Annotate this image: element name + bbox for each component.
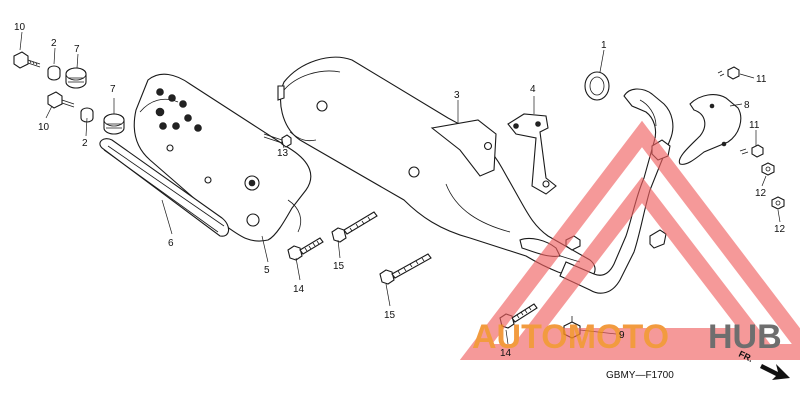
bracket-4 <box>507 113 557 195</box>
flange-bolt-15-lower <box>379 253 432 285</box>
bolt-10-upper <box>13 51 41 69</box>
rubber-grommet-7-lower <box>103 113 125 135</box>
callout-10-lower: 10 <box>38 122 50 133</box>
bolt-13 <box>263 133 292 148</box>
flange-bolt-15-upper <box>331 211 378 243</box>
watermark-text-hub: HUB <box>708 318 782 356</box>
callout-15-lower: 15 <box>384 310 396 321</box>
collar-2-lower <box>80 107 94 123</box>
callout-3: 3 <box>454 90 460 101</box>
collar-2-upper <box>47 65 61 81</box>
callout-14-right: 14 <box>500 348 512 359</box>
callout-14-left: 14 <box>293 284 305 295</box>
screw-11-lower <box>739 144 764 158</box>
protector-6 <box>99 138 230 237</box>
heat-shield-cover-5 <box>133 73 312 242</box>
diagram-code: GBMY—F1700 <box>606 370 674 381</box>
callout-15-upper: 15 <box>333 261 345 272</box>
callout-12-upper: 12 <box>755 188 767 199</box>
callout-2-lower: 2 <box>82 138 88 149</box>
nut-12-lower <box>771 196 785 210</box>
muffler-3 <box>277 56 596 281</box>
nut-12-upper <box>761 162 775 176</box>
callout-8: 8 <box>744 100 750 111</box>
callout-12-lower: 12 <box>774 224 786 235</box>
callout-2-upper: 2 <box>51 38 57 49</box>
callout-13: 13 <box>277 148 289 159</box>
callout-11-upper: 11 <box>756 74 767 85</box>
callout-labels: 10 2 7 10 2 7 6 5 13 14 15 15 3 4 1 11 8… <box>14 22 786 359</box>
watermark-logo: AUTOMOTO HUB <box>459 120 800 360</box>
screw-11-upper <box>717 66 740 80</box>
callout-7-upper: 7 <box>74 44 80 55</box>
watermark-text-automoto: AUTOMOTO <box>472 318 669 356</box>
watermark-triangle <box>459 120 800 360</box>
callout-4: 4 <box>530 84 536 95</box>
flange-bolt-14-left <box>287 237 324 261</box>
callout-7-lower: 7 <box>110 84 116 95</box>
callout-10-upper: 10 <box>14 22 26 33</box>
gasket-1 <box>584 71 610 101</box>
callout-9: 9 <box>619 330 625 341</box>
bolt-10-lower <box>47 91 75 109</box>
callout-1: 1 <box>601 40 607 51</box>
callout-5: 5 <box>264 265 270 276</box>
rubber-grommet-7-upper <box>65 67 87 89</box>
pipe-protector-8 <box>678 94 742 165</box>
callout-6: 6 <box>168 238 174 249</box>
callout-11-lower: 11 <box>749 120 760 131</box>
